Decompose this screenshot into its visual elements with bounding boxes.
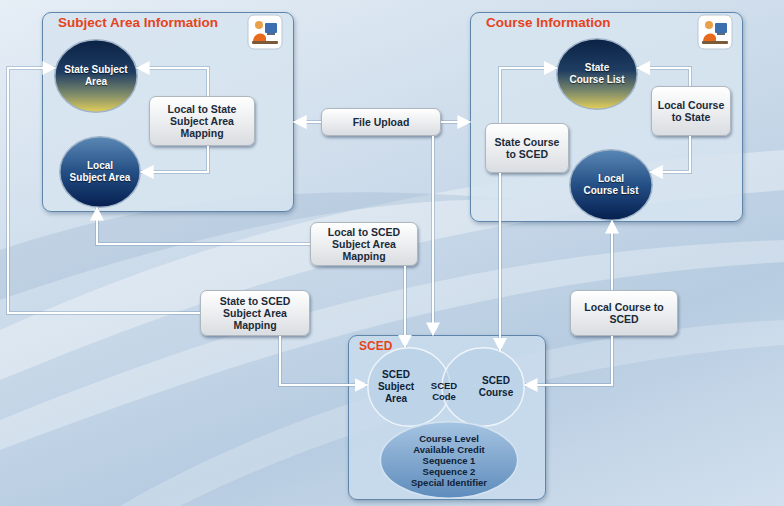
box-text-wrap: Local to State Subject Area Mapping — [154, 103, 250, 139]
connector-shadow — [294, 120, 321, 124]
panel: SCED SCED Subject Area SCED CourseCourse L… — [348, 335, 546, 500]
connector-shadow — [403, 266, 407, 347]
circle-text: Sequence 2 — [411, 466, 487, 477]
circle-text: Course Level — [411, 433, 487, 444]
circle-text: State Subject Area — [64, 64, 128, 88]
connector — [441, 121, 470, 123]
connector-shadow — [441, 120, 470, 124]
circle-text: State Course List — [568, 62, 626, 86]
box-text-wrap: Local Course to SCED — [575, 301, 673, 325]
local-circle: Local Subject Area — [59, 136, 141, 208]
circle-text-wrap: Local Course List — [582, 173, 640, 197]
circle-text: Available Credit — [411, 444, 487, 455]
connector-shadow — [97, 208, 310, 244]
box-text-wrap: State to SCED Subject Area Mapping — [205, 295, 305, 331]
connector — [97, 208, 310, 244]
circle-text: Special Identifier — [411, 477, 487, 488]
state-circle: State Subject Area — [54, 39, 138, 113]
circle-text-wrap: State Subject Area — [64, 64, 128, 88]
mapping-box: State Course to SCED — [485, 123, 569, 173]
connector — [499, 173, 501, 350]
connector-shadow — [431, 136, 435, 335]
local-circle: Local Course List — [569, 149, 653, 221]
circle-text-wrap: State Course List — [568, 62, 626, 86]
box-text: Local to State Subject Area Mapping — [154, 103, 250, 139]
circle-text-wrap: Local Subject Area — [68, 160, 132, 184]
box-text-wrap: Local Course to State — [656, 99, 726, 123]
box-text-wrap: File Upload — [353, 116, 410, 128]
connector — [404, 266, 406, 347]
mapping-box: File Upload — [321, 108, 441, 136]
box-text: State Course to SCED — [490, 136, 564, 160]
mapping-box: Local Course to SCED — [570, 290, 678, 336]
overlap-label: SCED Code — [424, 380, 464, 402]
box-text-wrap: State Course to SCED — [490, 136, 564, 160]
detail-ellipse: Course LevelAvailable CreditSequence 1Se… — [379, 421, 519, 499]
user-icon — [247, 14, 283, 50]
box-text-wrap: Local to SCED Subject Area Mapping — [315, 226, 413, 262]
panel-title: Course Information — [486, 15, 611, 30]
circle-text-wrap: SCED Course — [450, 375, 516, 399]
circle-text: Local Course List — [582, 173, 640, 197]
circle-text: Local Subject Area — [68, 160, 132, 184]
mapping-box: State to SCED Subject Area Mapping — [200, 290, 310, 336]
circle-text: SCED Course — [476, 375, 516, 399]
box-text: File Upload — [353, 116, 410, 128]
connector — [611, 221, 613, 290]
connector-shadow — [498, 173, 502, 350]
connector — [294, 121, 321, 123]
circle-text: Sequence 1 — [411, 455, 487, 466]
circle-text-wrap: Course LevelAvailable CreditSequence 1Se… — [411, 433, 487, 488]
state-circle: State Course List — [556, 38, 638, 110]
box-text: Local Course to State — [656, 99, 726, 123]
panel-title: Subject Area Information — [58, 15, 218, 30]
connector-shadow — [610, 221, 614, 290]
box-text: Local Course to SCED — [575, 301, 673, 325]
box-text: State to SCED Subject Area Mapping — [205, 295, 305, 331]
mapping-box: Local Course to State — [651, 86, 731, 136]
circle-text: SCED Subject Area — [373, 369, 419, 405]
box-text: Local to SCED Subject Area Mapping — [315, 226, 413, 262]
mapping-box: Local to State Subject Area Mapping — [149, 96, 255, 146]
user-icon — [697, 14, 733, 50]
panel-title: SCED — [359, 339, 392, 353]
connector — [432, 136, 434, 335]
mapping-box: Local to SCED Subject Area Mapping — [310, 222, 418, 266]
